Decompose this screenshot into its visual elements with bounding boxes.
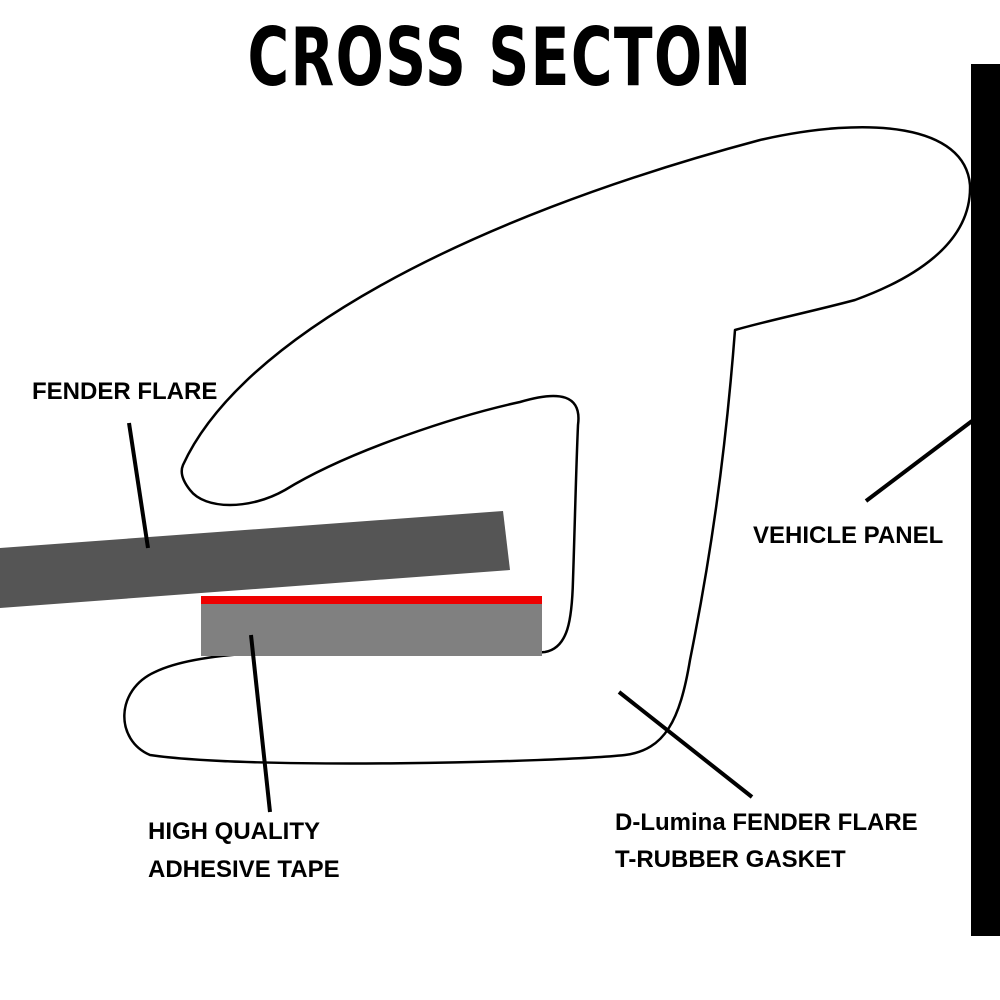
vehicle-panel-leader-line (864, 419, 974, 503)
adhesive-tape (201, 603, 542, 656)
gasket-label-line2: T-RUBBER GASKET (615, 846, 846, 873)
t-rubber-gasket-outline (123, 126, 972, 765)
vehicle-panel (971, 64, 1000, 936)
adhesive-tape-red-strip (201, 596, 542, 604)
vehicle-panel-label: VEHICLE PANEL (753, 522, 943, 549)
fender-flare-label: FENDER FLARE (32, 378, 217, 405)
gasket-label-line1: D-Lumina FENDER FLARE (615, 809, 918, 836)
diagram-title: CROSS SECTON (248, 11, 753, 104)
adhesive-tape-label-line1: HIGH QUALITY (148, 818, 320, 845)
fender-flare-leader-line (127, 422, 150, 549)
fender-flare (0, 511, 510, 608)
adhesive-tape-leader-line (249, 634, 272, 813)
gasket-leader-line (617, 690, 754, 799)
adhesive-tape-label-line2: ADHESIVE TAPE (148, 856, 340, 883)
